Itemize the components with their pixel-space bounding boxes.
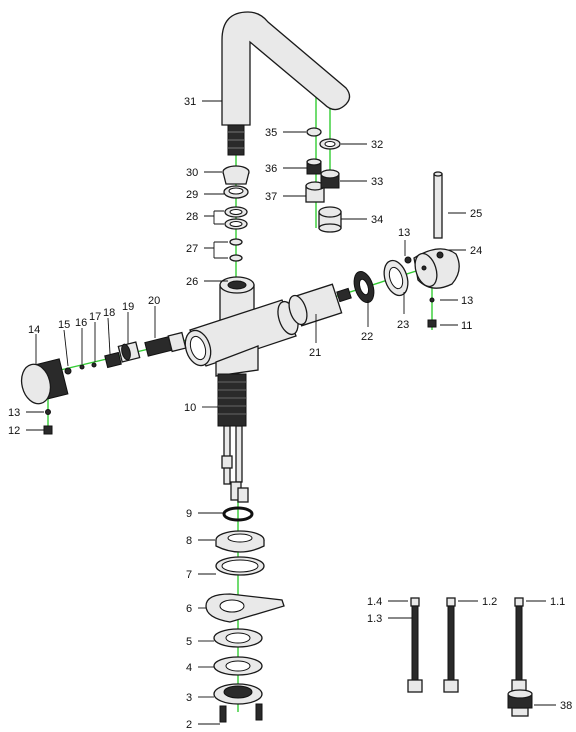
part-19-spindle-nut	[117, 341, 141, 363]
part-7-ring	[215, 556, 265, 576]
part-18-adapter	[104, 351, 122, 369]
label-35: 35	[265, 127, 277, 139]
part-13-screw-right-top	[404, 256, 412, 264]
label-28: 28	[186, 211, 198, 223]
part-15-screw	[64, 367, 72, 375]
label-13-top: 13	[398, 227, 410, 239]
label-31: 31	[184, 96, 196, 108]
label-24: 24	[470, 245, 482, 257]
label-22: 22	[361, 331, 373, 343]
label-6: 6	[186, 603, 192, 615]
part-21-cartridge	[288, 283, 352, 327]
part-14-knob	[20, 358, 69, 405]
label-26: 26	[186, 276, 198, 288]
label-18: 18	[103, 307, 115, 319]
part-9-o-ring	[222, 506, 254, 522]
part-29-ring	[223, 185, 249, 199]
part-36-insert	[306, 158, 322, 175]
label-19: 19	[122, 301, 134, 313]
label-17: 17	[89, 311, 101, 323]
label-30: 30	[186, 167, 198, 179]
part-32-washer	[319, 138, 341, 150]
label-4: 4	[186, 662, 192, 674]
label-9: 9	[186, 508, 192, 520]
label-1-4: 1.4	[367, 596, 382, 608]
part-11-screw	[427, 319, 437, 328]
label-32: 32	[371, 139, 383, 151]
label-12: 12	[8, 425, 20, 437]
part-35-washer	[306, 127, 322, 137]
part-10-shank	[217, 373, 249, 503]
label-1-2: 1.2	[482, 596, 497, 608]
label-1-3: 1.3	[367, 613, 382, 625]
part-2-bolts	[219, 703, 263, 723]
label-5: 5	[186, 636, 192, 648]
label-38: 38	[560, 700, 572, 712]
label-37: 37	[265, 191, 277, 203]
label-13-right: 13	[461, 295, 473, 307]
part-28-seals	[224, 206, 248, 230]
label-36: 36	[265, 163, 277, 175]
label-10: 10	[184, 402, 196, 414]
leader-lines	[26, 100, 556, 725]
part-4-washer	[213, 656, 263, 676]
part-5-washer	[213, 628, 263, 648]
part-8-gasket	[215, 530, 265, 553]
label-23: 23	[397, 319, 409, 331]
part-38-fitting	[507, 689, 533, 717]
part-31-spout	[221, 11, 351, 156]
label-2: 2	[186, 719, 192, 731]
part-labels: 31 35 32 36 33 37 34 30 29 28 27 26 10 9…	[8, 96, 572, 731]
label-11: 11	[461, 320, 472, 332]
label-1-1: 1.1	[550, 596, 565, 608]
label-25: 25	[470, 208, 482, 220]
label-33: 33	[371, 176, 383, 188]
label-20: 20	[148, 295, 160, 307]
part-16-washer	[79, 364, 85, 370]
part-13-screw-left	[45, 409, 51, 415]
label-27: 27	[186, 243, 198, 255]
label-8: 8	[186, 535, 192, 547]
part-34-cap	[318, 206, 342, 233]
label-21: 21	[309, 347, 321, 359]
label-3: 3	[186, 692, 192, 704]
label-7: 7	[186, 569, 192, 581]
part-27-o-rings	[229, 238, 243, 262]
part-23-cap-ring	[383, 259, 409, 297]
label-15: 15	[58, 319, 70, 331]
part-20-cartridge	[144, 331, 187, 357]
main-body	[184, 276, 299, 377]
part-13-screw-right	[429, 297, 435, 303]
part-25-lever	[433, 171, 443, 239]
part-22-ring	[353, 271, 375, 303]
label-13-left: 13	[8, 407, 20, 419]
part-12-screw	[43, 425, 53, 435]
part-30-nut	[222, 165, 250, 185]
part-6-plate	[205, 593, 285, 623]
part-3-nut	[213, 683, 263, 705]
label-16: 16	[75, 317, 87, 329]
part-33-aerator	[320, 169, 340, 189]
part-1-hoses	[407, 597, 527, 693]
part-17-clip	[91, 362, 97, 368]
part-24-handle-hub	[413, 248, 460, 289]
label-14: 14	[28, 324, 40, 336]
label-29: 29	[186, 189, 198, 201]
label-34: 34	[371, 214, 383, 226]
